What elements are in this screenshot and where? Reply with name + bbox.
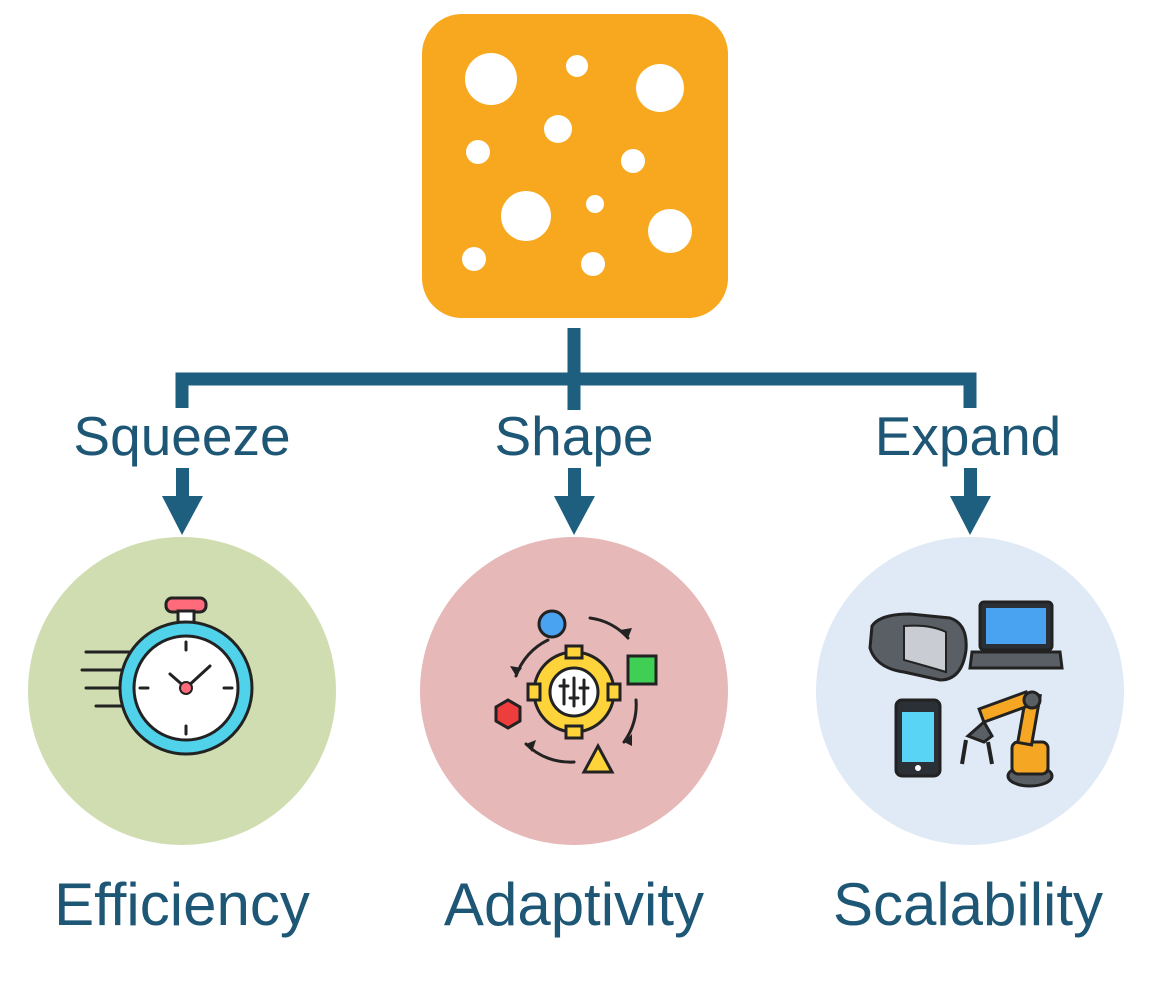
laptop-icon [968,600,1064,670]
branch-label-expand: Expand [874,405,1062,467]
stopwatch-icon [80,596,254,756]
scalability-circle [816,537,1124,845]
arrows [162,468,991,535]
devices-icon [868,600,1064,788]
branch-label-shape: Shape [494,405,654,467]
sponge-node [422,14,728,318]
vr-headset-icon [868,612,968,682]
outcome-label-scalability: Scalability [832,871,1104,938]
arrow-shape [554,468,595,535]
sponge-holes [462,53,692,276]
arrow-squeeze [162,468,203,535]
branch-label-squeeze: Squeeze [73,405,291,467]
gear-cycle-icon [494,609,658,774]
connector-tree [175,328,977,410]
arrow-expand [950,468,991,535]
outcome-label-adaptivity: Adaptivity [443,871,705,938]
outcome-label-efficiency: Efficiency [54,871,310,938]
phone-icon [894,698,942,778]
branch-bar [175,372,977,408]
robot-arm-icon [960,689,1054,788]
